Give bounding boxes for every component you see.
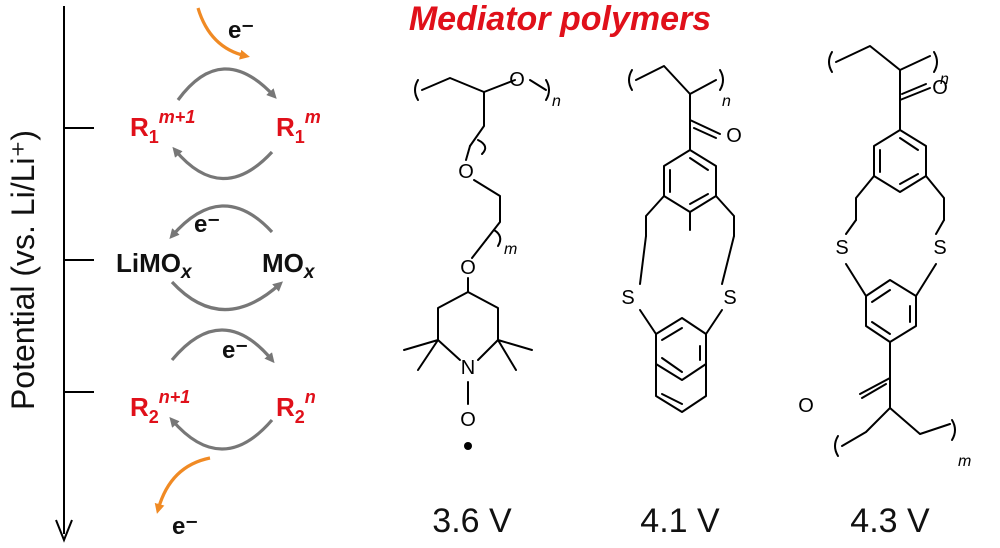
cycle-arrow-mox-bottom [170, 280, 283, 312]
potential-axis-arrowhead [55, 519, 73, 543]
atom-s-right-bisketone: S [933, 237, 946, 259]
polymer-thianthrene-structure: n O S S [621, 65, 742, 413]
electron-label-upper: e⁻ [194, 211, 220, 238]
cycle-arrow-mox-top [169, 204, 274, 240]
cycle-arrow-r2-top [170, 328, 275, 364]
cathode-mox: MOx [262, 248, 316, 283]
polymer-bisketone-structure: n O S S O m [798, 45, 971, 470]
cathode-limox: LiMOx [116, 248, 193, 283]
atom-o-ether1: O [458, 161, 474, 183]
mediator-r2-reduced: R2n [276, 387, 316, 427]
atom-o-backbone: O [509, 69, 525, 91]
atom-o-ether2: O [460, 257, 476, 279]
electron-in-arrow [196, 7, 250, 60]
mediator-r1-oxidized: R1m+1 [130, 107, 195, 147]
mediator-r2-oxidized: R2n+1 [130, 387, 190, 427]
atom-o-nitroxide: O [460, 409, 476, 431]
index-n-thianthrene: n [722, 93, 731, 110]
potential-label-polymer3: 4.3 V [850, 502, 930, 540]
index-n-bisketone: n [940, 71, 949, 88]
index-n-tempo: n [552, 93, 561, 110]
mediator-r1-reduced: R1m [276, 107, 321, 147]
cycle-arrow-r1-bottom [172, 146, 274, 181]
potential-axis-label: Potential (vs. Li/Li⁺) [5, 130, 41, 410]
atom-o-ketone-top: O [932, 77, 948, 99]
polymer-tempo-structure: O n O m O N O [403, 69, 561, 450]
atom-s-left-bisketone: S [835, 237, 848, 259]
potential-label-polymer2: 4.1 V [640, 502, 720, 540]
figure-title: Mediator polymers [409, 0, 711, 38]
electron-label-bottom: e⁻ [172, 513, 198, 540]
electron-label-top: e⁻ [228, 17, 254, 44]
cycle-arrow-r2-bottom [169, 416, 274, 451]
atom-o-ketone-bottom: O [798, 395, 814, 417]
electron-out-arrow [154, 456, 211, 514]
atom-s-left-thianthrene: S [621, 287, 634, 309]
index-m-tempo: m [504, 241, 517, 258]
index-m-bisketone: m [958, 453, 971, 470]
potential-label-polymer1: 3.6 V [432, 502, 512, 540]
electron-label-lower: e⁻ [222, 337, 248, 364]
atom-n-tempo: N [461, 357, 475, 379]
atom-o-ketone: O [726, 125, 742, 147]
cycle-arrow-r1-top [176, 67, 277, 101]
atom-s-right-thianthrene: S [723, 287, 736, 309]
radical-dot [464, 442, 472, 450]
